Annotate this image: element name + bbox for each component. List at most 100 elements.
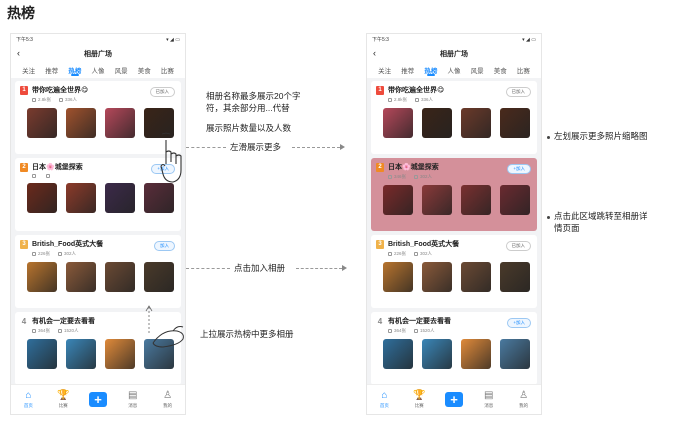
photo-thumbnail[interactable] — [461, 185, 491, 215]
tab-5[interactable]: 美食 — [137, 68, 151, 75]
photo-thumbnail[interactable] — [66, 339, 96, 369]
photo-count: 346张 — [388, 174, 406, 180]
tab-4[interactable]: 风景 — [114, 68, 128, 75]
photo-count-value: 2.8k张 — [394, 97, 408, 102]
tabbar-item-0[interactable]: ⌂首页 — [16, 390, 40, 409]
photo-thumbnail[interactable] — [461, 339, 491, 369]
tab-3[interactable]: 人像 — [91, 68, 105, 75]
tab-0[interactable]: 关注 — [378, 68, 392, 75]
plus-icon[interactable]: + — [88, 392, 107, 407]
tabbar-item-1[interactable]: 🏆比赛 — [407, 390, 431, 409]
tabbar-item-2[interactable]: + — [442, 392, 466, 407]
photo-thumbnail[interactable] — [105, 339, 135, 369]
thumbnail-row[interactable] — [383, 108, 532, 138]
photo-icon — [32, 329, 36, 333]
photo-thumbnail[interactable] — [105, 183, 135, 213]
photo-thumbnail[interactable] — [422, 262, 452, 292]
tabbar-item-0[interactable]: ⌂首页 — [372, 390, 396, 409]
photo-thumbnail[interactable] — [144, 108, 174, 138]
thumbnail-row[interactable] — [383, 339, 532, 369]
photo-thumbnail[interactable] — [422, 339, 452, 369]
tab-2[interactable]: 热榜 — [68, 62, 81, 78]
thumbnail-row[interactable] — [27, 108, 176, 138]
annotation-click-join: 点击加入相册 — [234, 263, 286, 273]
photo-thumbnail[interactable] — [66, 183, 96, 213]
photo-thumbnail[interactable] — [144, 183, 174, 213]
bottom-tab-bar: ⌂首页 🏆比赛 + ▤消息 ♙我的 — [367, 384, 541, 414]
join-button[interactable]: 加入 — [154, 241, 175, 251]
photo-thumbnail[interactable] — [27, 183, 57, 213]
photo-thumbnail[interactable] — [105, 262, 135, 292]
tabbar-item-3[interactable]: ▤消息 — [121, 390, 145, 409]
photo-thumbnail[interactable] — [105, 108, 135, 138]
thumbnail-row[interactable] — [383, 185, 532, 215]
photo-thumbnail[interactable] — [500, 108, 530, 138]
join-button[interactable]: +加入 — [507, 318, 531, 328]
photo-thumbnail[interactable] — [461, 108, 491, 138]
photo-thumbnail[interactable] — [461, 262, 491, 292]
message-icon: ▤ — [484, 390, 494, 401]
joined-button[interactable]: 已加入 — [149, 87, 175, 97]
photo-thumbnail[interactable] — [383, 262, 413, 292]
thumbnail-row[interactable] — [383, 262, 532, 292]
photo-thumbnail[interactable] — [383, 185, 413, 215]
tabbar-label: 比赛 — [414, 403, 424, 408]
chevron-left-icon[interactable]: ‹ — [373, 48, 376, 58]
tabbar-item-4[interactable]: ♙我的 — [156, 390, 180, 409]
tab-5[interactable]: 美食 — [493, 68, 507, 75]
photo-thumbnail[interactable] — [27, 262, 57, 292]
tab-3[interactable]: 人像 — [447, 68, 461, 75]
chevron-left-icon[interactable]: ‹ — [17, 48, 20, 58]
nav-title: 相册广场 — [84, 50, 112, 58]
photo-icon — [32, 252, 36, 256]
tab-4[interactable]: 风景 — [470, 68, 484, 75]
photo-thumbnail[interactable] — [27, 339, 57, 369]
tabbar-item-3[interactable]: ▤消息 — [477, 390, 501, 409]
tab-2[interactable]: 热榜 — [424, 62, 437, 78]
tabbar-item-1[interactable]: 🏆比赛 — [51, 390, 75, 409]
joined-button[interactable]: 已加入 — [505, 241, 531, 251]
thumbnail-row[interactable] — [27, 262, 176, 292]
album-title: 日本🌸城堡探索 — [32, 164, 83, 171]
joined-button[interactable]: 已加入 — [505, 87, 531, 97]
thumbnail-row[interactable] — [27, 339, 176, 369]
photo-thumbnail[interactable] — [383, 108, 413, 138]
tabbar-item-2[interactable]: + — [86, 392, 110, 407]
tabbar-label: 消息 — [128, 403, 138, 408]
photo-thumbnail[interactable] — [500, 185, 530, 215]
tab-6[interactable]: 比赛 — [516, 68, 530, 75]
photo-icon — [388, 252, 392, 256]
album-title: 带你吃遍全世界😋 — [388, 87, 445, 94]
photo-thumbnail[interactable] — [500, 262, 530, 292]
photo-thumbnail[interactable] — [422, 185, 452, 215]
tab-1[interactable]: 推荐 — [401, 68, 415, 75]
photo-icon — [388, 98, 392, 102]
photo-thumbnail[interactable] — [66, 262, 96, 292]
tab-0[interactable]: 关注 — [22, 68, 36, 75]
photo-thumbnail[interactable] — [383, 339, 413, 369]
plus-icon[interactable]: + — [444, 392, 463, 407]
photo-thumbnail[interactable] — [27, 108, 57, 138]
photo-thumbnail[interactable] — [422, 108, 452, 138]
thumbnail-row[interactable] — [27, 183, 176, 213]
tabbar-item-4[interactable]: ♙我的 — [512, 390, 536, 409]
tab-1[interactable]: 推荐 — [45, 68, 59, 75]
photo-thumbnail[interactable] — [500, 339, 530, 369]
photo-thumbnail[interactable] — [144, 339, 174, 369]
photo-thumbnail[interactable] — [144, 262, 174, 292]
photo-thumbnail[interactable] — [66, 108, 96, 138]
tab-6[interactable]: 比赛 — [160, 68, 174, 75]
join-button[interactable]: +加入 — [507, 164, 531, 174]
member-icon — [59, 98, 64, 102]
